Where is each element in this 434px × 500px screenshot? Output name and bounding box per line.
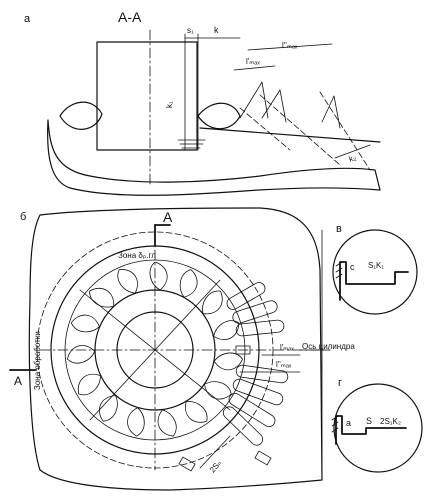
detail-v-c: c (350, 262, 355, 272)
dim-lmax2: l''ₘₐₓ (282, 41, 298, 50)
roller (213, 352, 243, 371)
section-marker-left: A (14, 374, 22, 388)
chip-slots (222, 282, 289, 446)
panel-v-letter: в (336, 223, 342, 235)
dim-lmax2-line (247, 43, 333, 51)
roller (179, 269, 198, 298)
roller (157, 409, 177, 437)
detail-g-profile (335, 415, 407, 445)
cutter-hatching (177, 139, 206, 149)
sloped-surface (199, 127, 381, 143)
dim-k: k (214, 25, 219, 35)
panel-b-housing (28, 207, 323, 491)
insert-1 (235, 345, 251, 355)
roller (89, 287, 115, 308)
callout-leader (199, 435, 231, 469)
detail-g-circle (333, 383, 423, 473)
section-marker-top: A (163, 209, 173, 225)
chip-slot (235, 319, 285, 337)
roller (67, 345, 96, 364)
detail-v-s: S₁K₁ (368, 261, 384, 270)
detail-g-a: a (346, 418, 351, 428)
panel-v: в c S₁K₁ (332, 223, 418, 315)
chip-3 (321, 95, 341, 129)
insert-3 (254, 450, 272, 466)
roller (127, 407, 145, 437)
dim-k1: k₁ (165, 101, 174, 108)
chip-2 (261, 89, 287, 123)
projection-1 (239, 107, 291, 151)
detail-g-s2: 2S₁K₂ (380, 417, 401, 426)
chip-1 (239, 81, 269, 119)
panel-b: б A A (9, 207, 355, 491)
lmax2-b-label: l''ₘₐₓ (276, 360, 292, 369)
roller (213, 320, 240, 340)
roller (77, 373, 101, 396)
axis-label: Ось цилиндра (302, 342, 355, 351)
roller (202, 290, 223, 315)
chip-slot (232, 378, 284, 406)
panel-g: г a S 2S₁K₂ (331, 377, 423, 473)
panel-b-letter: б (20, 211, 26, 223)
detail-v-circle (332, 229, 418, 315)
callout-label: 2Sₙ (208, 459, 223, 475)
detail-v-profile (339, 261, 409, 301)
chip-slot (226, 282, 266, 310)
panel-a-letter: a (24, 13, 31, 25)
roller-ring (67, 261, 243, 437)
dim-lmax-line (233, 65, 276, 71)
detail-g-hatch (331, 415, 339, 433)
roller (149, 261, 168, 291)
lmax-b-label: l'ₘₐₓ (280, 343, 294, 352)
projection-3 (319, 91, 371, 171)
zone-rotation-label: Зона δₚ.гл (118, 251, 156, 260)
chip-slot (222, 406, 264, 446)
roller (70, 314, 100, 333)
dim-k2-line (334, 144, 371, 159)
disc-diagonal-2 (89, 279, 221, 421)
projection-2 (259, 94, 341, 166)
chip-slot (228, 393, 276, 427)
detail-v-hatch (335, 261, 343, 279)
panel-a: a А-А s₁ k k₁ k₂ l'ₘₐₓ l''ₘₐₓ (24, 9, 381, 196)
roller-right (197, 102, 241, 130)
chip-slot (232, 300, 278, 324)
insert-2 (178, 456, 196, 472)
panel-g-letter: г (338, 377, 342, 389)
dim-lmax: l'ₘₐₓ (246, 57, 260, 66)
section-title: А-А (118, 9, 142, 25)
roller-left (59, 101, 103, 130)
zone-processing-label: Зона обработки (33, 331, 42, 390)
roller (99, 395, 118, 422)
roller (204, 381, 232, 400)
cylinder-body (96, 41, 198, 151)
dim-s1: s₁ (187, 26, 194, 35)
chip-slot (235, 364, 289, 384)
housing-outline (47, 119, 381, 196)
roller (117, 269, 138, 294)
dim-k2: k₂ (348, 153, 358, 164)
detail-g-s: S (366, 416, 372, 426)
roller (185, 401, 208, 423)
